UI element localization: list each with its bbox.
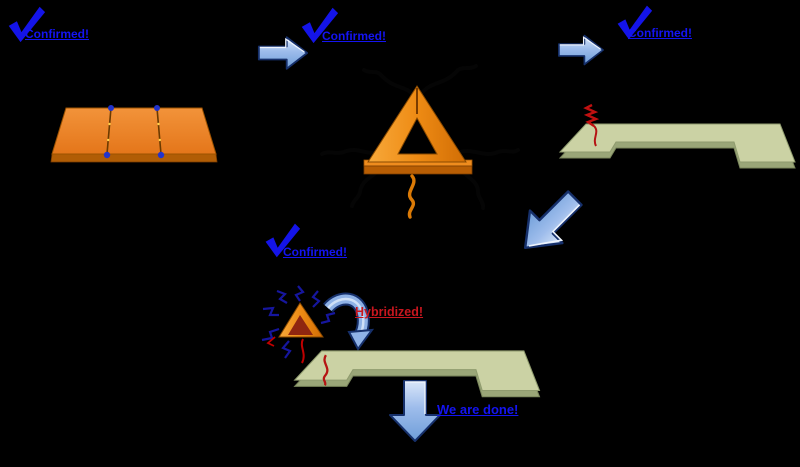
step2-checkmark-icon — [301, 7, 339, 44]
step2-status-label: Confirmed! — [322, 29, 386, 43]
final-status-label: We are done! — [437, 402, 519, 417]
step3-checkmark-icon — [617, 5, 653, 40]
step1-checkmark-icon — [8, 6, 46, 43]
arrow-right-icon — [558, 34, 604, 66]
arrow-down-icon — [389, 380, 441, 442]
step3-status-label: Confirmed! — [628, 26, 692, 40]
arrow-right-icon — [257, 36, 309, 70]
step4-checkmark-icon — [265, 223, 301, 258]
assembled-structure-illustration — [261, 285, 336, 364]
folded-triangle-illustration — [320, 64, 520, 219]
substrate-with-structure-illustration — [293, 350, 541, 398]
step4-status-label: Confirmed! — [283, 245, 347, 259]
curved-arrow-icon — [323, 292, 375, 351]
substrate-illustration — [558, 103, 796, 169]
flat-panels-illustration — [50, 105, 218, 163]
hybridized-label: Hybridized! — [355, 305, 424, 319]
step1-status-label: Confirmed! — [25, 27, 89, 41]
arrow-down-left-icon — [523, 190, 583, 250]
